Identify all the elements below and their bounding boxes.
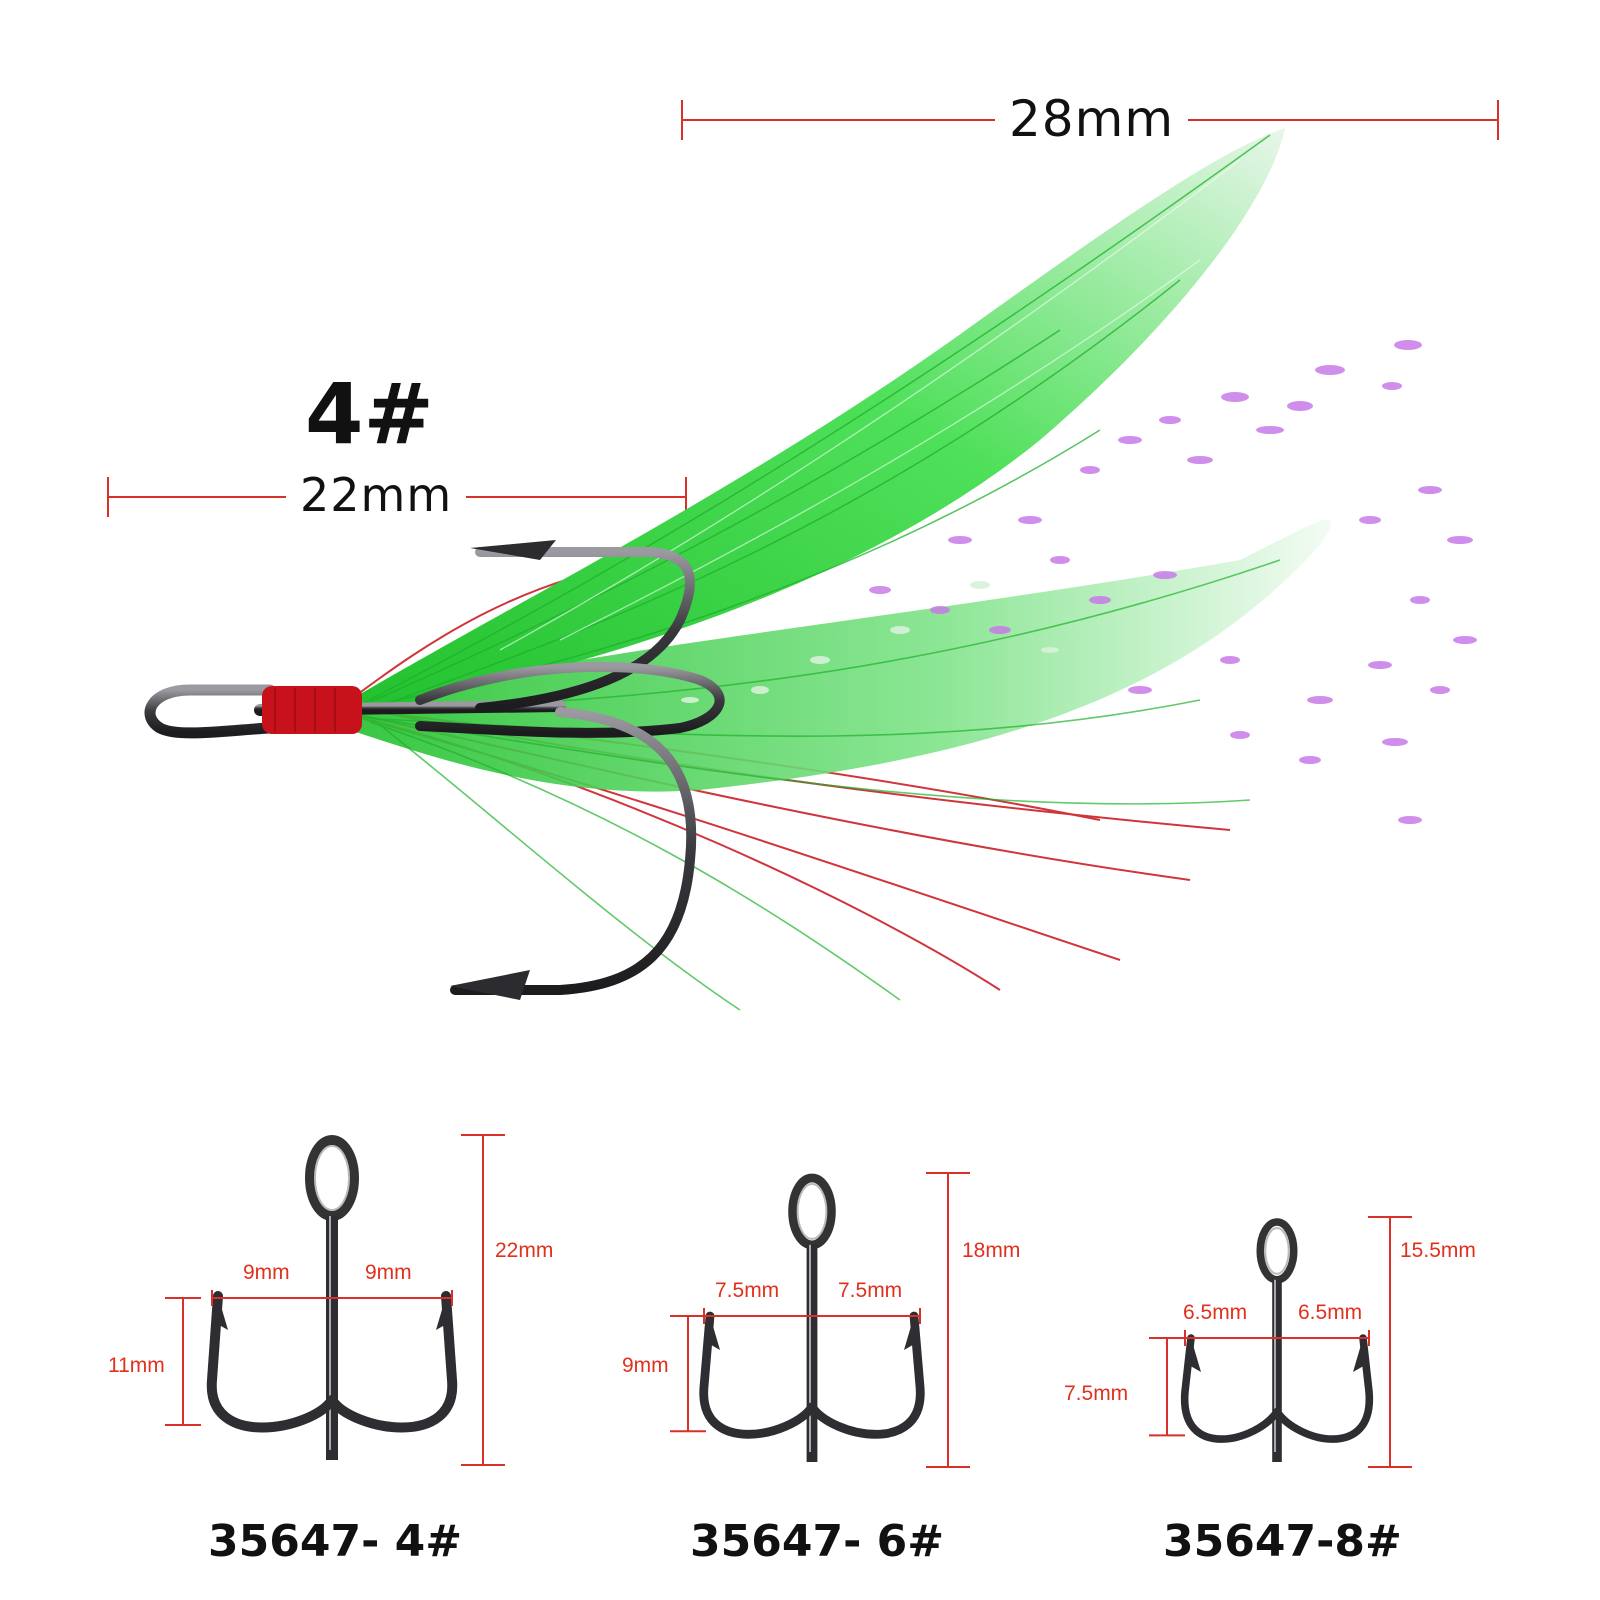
variant-model-label: 35647-8# bbox=[1163, 1516, 1402, 1567]
variant-point-height-label: 9mm bbox=[622, 1354, 669, 1377]
variant-height-label: 15.5mm bbox=[1400, 1239, 1476, 1262]
treble-hook-1 bbox=[670, 1172, 970, 1468]
variant-model-label: 35647- 6# bbox=[690, 1516, 945, 1567]
variant-right-gap-label: 7.5mm bbox=[838, 1279, 903, 1302]
hook-length-label: 22mm bbox=[286, 472, 467, 518]
treble-hook-0 bbox=[165, 1134, 505, 1466]
variant-right-gap-label: 6.5mm bbox=[1298, 1301, 1363, 1324]
hook-size-label: 4# bbox=[305, 365, 434, 463]
hook-width-label: 28mm bbox=[995, 94, 1189, 144]
variant-height-label: 18mm bbox=[962, 1239, 1021, 1262]
variant-height-label: 22mm bbox=[495, 1239, 554, 1262]
treble-hook-2 bbox=[1149, 1216, 1412, 1468]
variant-point-height-label: 11mm bbox=[108, 1354, 165, 1377]
variant-right-gap-label: 9mm bbox=[365, 1261, 412, 1284]
variant-left-gap-label: 6.5mm bbox=[1183, 1301, 1248, 1324]
variant-left-gap-label: 9mm bbox=[243, 1261, 290, 1284]
variant-model-label: 35647- 4# bbox=[208, 1516, 463, 1567]
variant-point-height-label: 7.5mm bbox=[1064, 1382, 1129, 1405]
variant-left-gap-label: 7.5mm bbox=[715, 1279, 780, 1302]
feather-treble-hook bbox=[144, 128, 1477, 1011]
